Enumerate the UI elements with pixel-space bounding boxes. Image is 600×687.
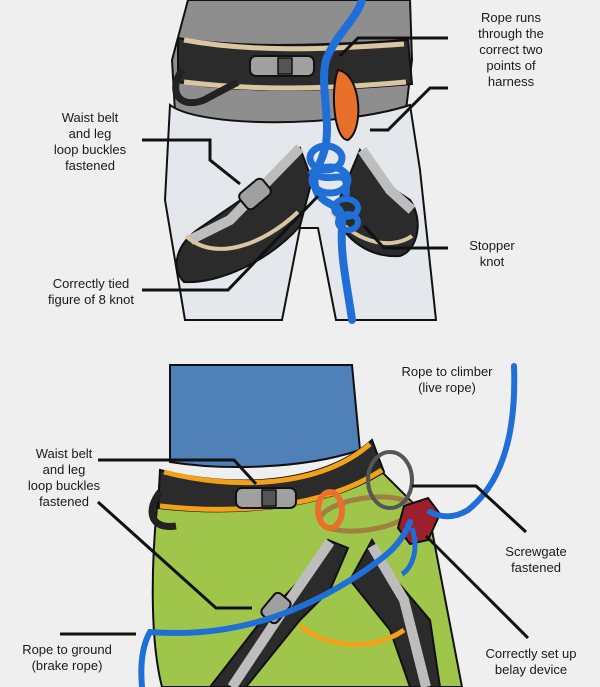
climber-belt-webbing [183,37,405,52]
label-belayer-waist-belt: Waist belt and leg loop buckles fastened [27,446,101,509]
label-rope-runs-through-harness: Rope runs through the correct two points… [478,10,544,89]
label-belay-device: Correctly set up belay device [485,646,577,677]
belayer-gear-loop [148,489,177,530]
climber-belay-loop [332,68,360,142]
climber-leader-lines [142,36,448,292]
climber-figure [163,0,438,324]
figure-eight-knot [306,142,352,197]
rope-to-ground [138,519,413,687]
label-rope-to-climber: Rope to climber (live rope) [401,364,493,395]
label-stopper-knot: Stopper knot [469,238,515,269]
label-climber-waist-belt: Waist belt and leg loop buckles fastened [53,110,127,173]
belay-loop [315,489,345,531]
stopper-knot [331,196,361,233]
belayer-leader-lines [60,458,530,640]
label-rope-to-ground: Rope to ground (brake rope) [22,642,112,673]
climber-gear-loop [172,67,240,107]
belayer-shirt [169,364,362,468]
label-screwgate-fastened: Screwgate fastened [505,544,567,575]
belayer-figure [138,363,518,687]
rope-to-climber [427,363,518,520]
climber-leg-buckle [238,177,272,211]
label-figure-eight-knot: Correctly tied figure of 8 knot [48,276,134,307]
